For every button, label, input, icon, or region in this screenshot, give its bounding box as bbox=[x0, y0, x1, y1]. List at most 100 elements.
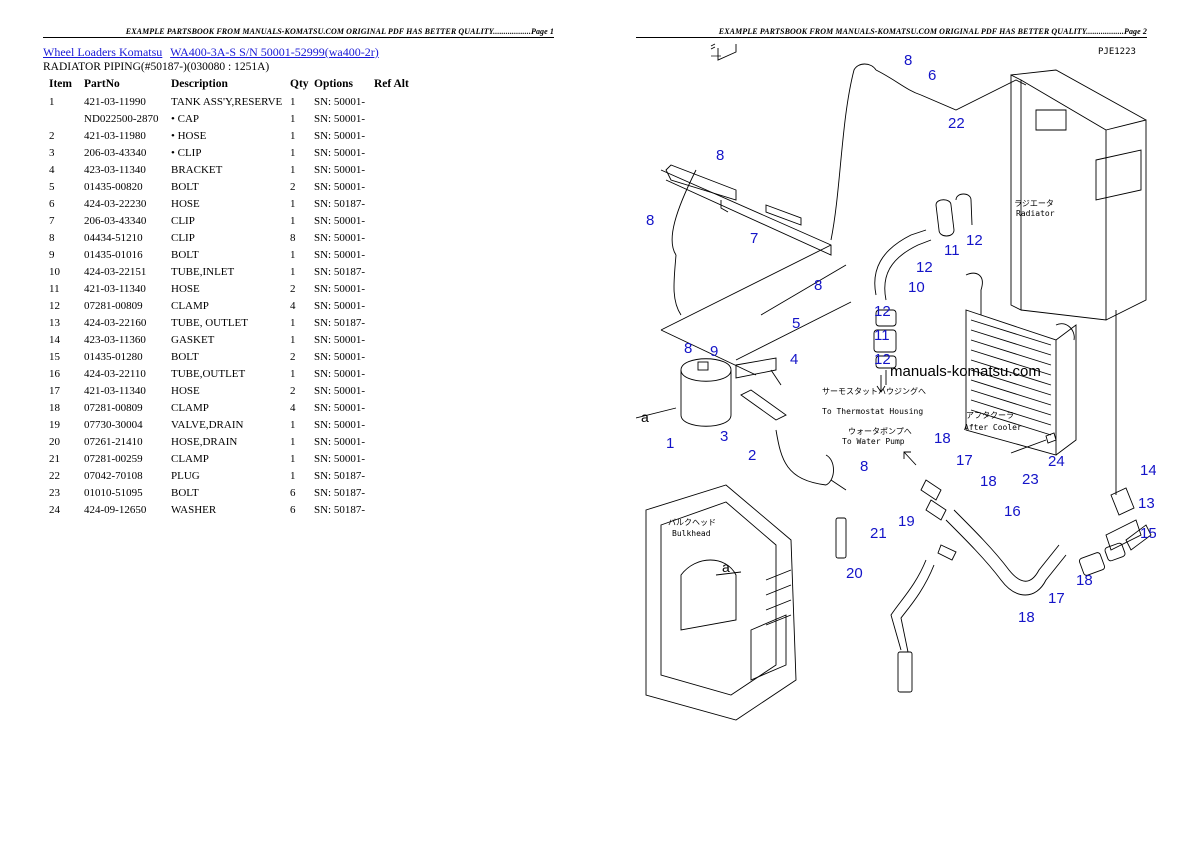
label-radiator: Radiator bbox=[1016, 209, 1055, 218]
callout-8: 8 bbox=[684, 340, 692, 357]
cell-partno: 01435-01016 bbox=[84, 248, 143, 261]
cell-ref-alt bbox=[374, 110, 424, 127]
cell-description: HOSE bbox=[171, 384, 200, 397]
callout-2: 2 bbox=[748, 447, 756, 464]
cell-partno: 421-03-11980 bbox=[84, 129, 146, 142]
cell-item: 23 bbox=[49, 486, 60, 499]
cell-options: SN: 50001- bbox=[314, 418, 366, 431]
table-header-row: Item PartNo Description Qty Options Ref … bbox=[43, 76, 424, 93]
cell-item: 18 bbox=[49, 401, 60, 414]
cell-qty: 2 bbox=[290, 282, 296, 295]
col-header-options: Options bbox=[314, 78, 353, 90]
callout-17: 17 bbox=[956, 452, 973, 469]
cell-qty: 1 bbox=[290, 435, 296, 448]
breadcrumb-link-wheel-loaders[interactable]: Wheel Loaders Komatsu bbox=[43, 45, 163, 59]
cell-item: 20 bbox=[49, 435, 60, 448]
cell-options: SN: 50001- bbox=[314, 350, 366, 363]
cell-ref-alt bbox=[374, 416, 424, 433]
callout-9: 9 bbox=[710, 343, 718, 360]
cell-qty: 2 bbox=[290, 384, 296, 397]
cell-qty: 1 bbox=[290, 95, 296, 108]
cell-options: SN: 50001- bbox=[314, 231, 366, 244]
callout-8: 8 bbox=[814, 277, 822, 294]
cell-options: SN: 50001- bbox=[314, 248, 366, 261]
cell-ref-alt bbox=[374, 229, 424, 246]
cell-item bbox=[43, 110, 84, 127]
cell-item: 2 bbox=[49, 129, 55, 142]
cell-qty: 1 bbox=[290, 112, 296, 125]
cell-partno: 01010-51095 bbox=[84, 486, 143, 499]
cell-item: 13 bbox=[49, 316, 60, 329]
cell-item: 15 bbox=[49, 350, 60, 363]
label-aftercooler-jp: アフタクーラ bbox=[966, 411, 1014, 420]
callout-17: 17 bbox=[1048, 590, 1065, 607]
callout-23: 23 bbox=[1022, 471, 1039, 488]
cell-ref-alt bbox=[374, 178, 424, 195]
cell-item: 11 bbox=[49, 282, 60, 295]
cell-options: SN: 50001- bbox=[314, 214, 366, 227]
callout-3: 3 bbox=[720, 428, 728, 445]
col-header-item: Item bbox=[49, 78, 72, 90]
page1-header: EXAMPLE PARTSBOOK FROM MANUALS-KOMATSU.C… bbox=[43, 27, 554, 38]
callout-22: 22 bbox=[948, 115, 965, 132]
cell-ref-alt bbox=[374, 280, 424, 297]
watermark: manuals-komatsu.com bbox=[890, 363, 1041, 380]
cell-partno: 423-03-11360 bbox=[84, 333, 146, 346]
cell-item: 9 bbox=[49, 248, 55, 261]
parts-table: Item PartNo Description Qty Options Ref … bbox=[43, 76, 424, 518]
cell-ref-alt bbox=[374, 297, 424, 314]
cell-item: 1 bbox=[49, 95, 55, 108]
cell-partno: 07281-00809 bbox=[84, 299, 143, 312]
callout-6: 6 bbox=[928, 67, 936, 84]
cell-description: BOLT bbox=[171, 248, 199, 261]
breadcrumb-link-model[interactable]: WA400-3A-S S/N 50001-52999(wa400-2r) bbox=[170, 45, 379, 59]
cell-qty: 2 bbox=[290, 180, 296, 193]
col-header-qty: Qty bbox=[290, 78, 309, 90]
callout-5: 5 bbox=[792, 315, 800, 332]
cell-partno: 206-03-43340 bbox=[84, 214, 147, 227]
cell-item: 16 bbox=[49, 367, 60, 380]
cell-qty: 1 bbox=[290, 316, 296, 329]
cell-description: CLAMP bbox=[171, 401, 209, 414]
cell-description: • HOSE bbox=[171, 129, 207, 142]
cell-description: GASKET bbox=[171, 333, 215, 346]
cell-description: BOLT bbox=[171, 486, 199, 499]
callout-12: 12 bbox=[916, 259, 933, 276]
diagram-code: PJE1223 bbox=[1098, 47, 1136, 57]
callout-13: 13 bbox=[1138, 495, 1155, 512]
callout-18: 18 bbox=[1076, 572, 1093, 589]
cell-ref-alt bbox=[374, 382, 424, 399]
cell-qty: 4 bbox=[290, 299, 296, 312]
label-to-thermostat: To Thermostat Housing bbox=[822, 407, 923, 416]
cell-qty: 1 bbox=[290, 163, 296, 176]
cell-item: 3 bbox=[49, 146, 55, 159]
cell-item: 5 bbox=[49, 180, 55, 193]
cell-partno: ND022500-2870 bbox=[84, 112, 159, 125]
callout-24: 24 bbox=[1048, 453, 1065, 470]
cell-ref-alt bbox=[374, 365, 424, 382]
cell-description: BOLT bbox=[171, 350, 199, 363]
cell-qty: 6 bbox=[290, 486, 296, 499]
cell-qty: 1 bbox=[290, 129, 296, 142]
cell-description: CLAMP bbox=[171, 452, 209, 465]
cell-description: TUBE,INLET bbox=[171, 265, 235, 278]
callout-19: 19 bbox=[898, 513, 915, 530]
callout-18: 18 bbox=[934, 430, 951, 447]
